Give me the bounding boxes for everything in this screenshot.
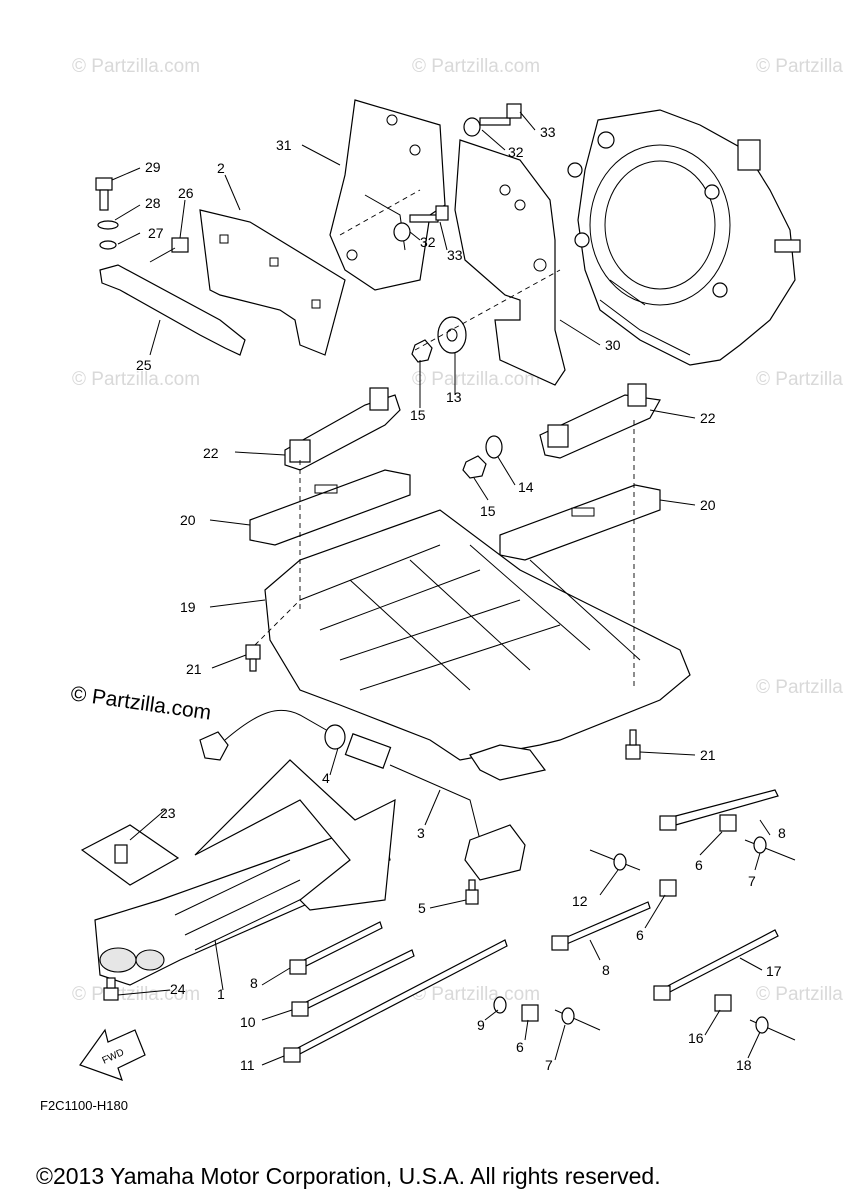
callout-5: 5 (418, 900, 426, 916)
watermark: © Partzilla.com (412, 369, 540, 390)
callout-7-low: 7 (545, 1057, 553, 1073)
bracket-2 (199, 209, 346, 356)
watermark: © Partzilla.com (756, 56, 843, 77)
callout-19: 19 (180, 599, 196, 615)
callout-7-top: 7 (748, 873, 756, 889)
callout-30: 30 (605, 337, 621, 353)
callout-13: 13 (446, 389, 462, 405)
copyright-notice: ©2013 Yamaha Motor Corporation, U.S.A. A… (36, 1163, 661, 1189)
screw-5 (465, 879, 479, 905)
callout-17: 17 (766, 963, 782, 979)
bolt-24 (103, 977, 119, 1001)
callout-27: 27 (148, 225, 164, 241)
watermark: © Partzilla.com (412, 984, 540, 1005)
spacer-20-left (249, 469, 411, 546)
callout-29: 29 (145, 159, 161, 175)
callout-1: 1 (217, 986, 225, 1002)
callout-4: 4 (322, 770, 330, 786)
fastener-group-upper-left (95, 177, 189, 263)
intake-grate-19 (264, 509, 691, 781)
watermark: © Partzilla.com (412, 56, 540, 77)
callout-24: 24 (170, 981, 186, 997)
callout-15-lower: 15 (480, 503, 496, 519)
callout-22-left: 22 (203, 445, 219, 461)
callout-32: 32 (420, 234, 436, 250)
watermark: © Partzilla.com (72, 56, 200, 77)
figure-code: F2C1100-H180 (40, 1098, 128, 1113)
callout-8-low: 8 (250, 975, 258, 991)
pad-22-left (284, 387, 401, 471)
strap-25 (99, 264, 246, 356)
watermark-main: © Partzilla.com (69, 682, 212, 724)
callout-23: 23 (160, 805, 176, 821)
callout-labels: 31 2 29 28 27 26 25 33 32 32 33 30 13 15… (136, 124, 786, 1073)
bolts-32-33 (393, 103, 522, 242)
callout-20-left: 20 (180, 512, 196, 528)
callout-18: 18 (736, 1057, 752, 1073)
callout-32-top: 32 (508, 144, 524, 160)
callout-15-upper: 15 (410, 407, 426, 423)
callout-26: 26 (178, 185, 194, 201)
callout-22-right: 22 (700, 410, 716, 426)
callout-21-left: 21 (186, 661, 202, 677)
plate-30 (454, 139, 566, 386)
callout-20-right: 20 (700, 497, 716, 513)
leader-lines (111, 111, 771, 1066)
pad-22-right (539, 383, 661, 459)
cable-ties (283, 789, 779, 1063)
alignment-lines (109, 189, 635, 990)
callout-2: 2 (217, 160, 225, 176)
callout-21-right: 21 (700, 747, 716, 763)
callout-6-top: 6 (695, 857, 703, 873)
pad-23 (80, 824, 180, 886)
damper-13-nut-15 (411, 316, 467, 363)
callout-6-mid: 6 (636, 927, 644, 943)
callout-3: 3 (417, 825, 425, 841)
watermark: © Partzilla.com (756, 369, 843, 390)
clips-and-pins (493, 814, 796, 1041)
callout-14: 14 (518, 479, 534, 495)
callout-8-top: 8 (778, 825, 786, 841)
callout-33: 33 (447, 247, 463, 263)
plate-31 (329, 99, 446, 291)
callout-8-mid: 8 (602, 962, 610, 978)
callout-6-low: 6 (516, 1039, 524, 1055)
callout-33-top: 33 (540, 124, 556, 140)
callout-9: 9 (477, 1017, 485, 1033)
spacer-20-right (499, 484, 661, 561)
bolt-21-right (625, 729, 641, 760)
callout-12: 12 (572, 893, 588, 909)
watermark: © Partzilla.com (72, 369, 200, 390)
watermark: © Partzilla.com (756, 984, 843, 1005)
fwd-arrow: FWD (79, 1028, 146, 1081)
speed-sensor-cable-3 (199, 709, 526, 881)
callout-16: 16 (688, 1030, 704, 1046)
callout-25: 25 (136, 357, 152, 373)
callout-28: 28 (145, 195, 161, 211)
washer-14-nut-15 (462, 435, 503, 479)
callout-31: 31 (276, 137, 292, 153)
callout-10: 10 (240, 1014, 256, 1030)
jet-pump-housing (567, 109, 801, 366)
watermark: © Partzilla.com (756, 677, 843, 698)
bolt-21-left (245, 644, 261, 672)
callout-11: 11 (240, 1057, 255, 1073)
